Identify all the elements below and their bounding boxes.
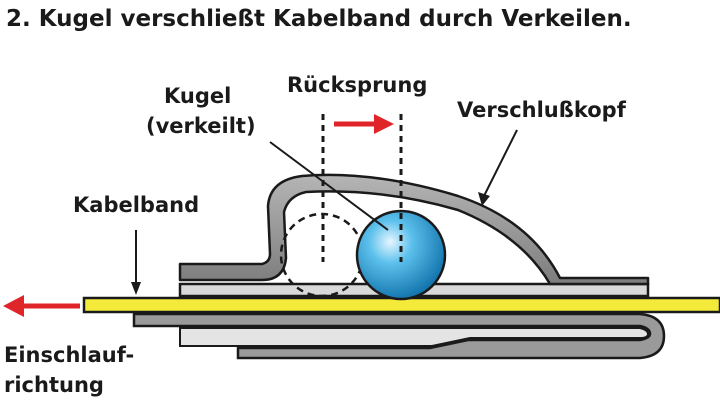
band-leader-arrow xyxy=(131,230,141,295)
label-direction-line2: richtung xyxy=(4,373,104,397)
label-ball-line1: Kugel xyxy=(164,84,231,108)
lower-strap-inner xyxy=(179,327,650,347)
label-ball-line2: (verkeilt) xyxy=(146,114,256,138)
label-direction-line1: Einschlauf- xyxy=(4,343,134,367)
label-offset: Rücksprung xyxy=(287,73,427,97)
locking-head xyxy=(178,173,650,286)
label-band: Kabelband xyxy=(73,193,199,217)
direction-arrow-left-icon xyxy=(3,295,80,317)
lower-strap xyxy=(132,312,666,360)
head-leader-arrow xyxy=(478,129,518,206)
label-head: Verschlußkopf xyxy=(457,98,627,122)
offset-arrow-right-icon xyxy=(334,114,394,134)
ball xyxy=(355,209,447,301)
diagram-title: 2. Kugel verschließt Kabelband durch Ver… xyxy=(6,6,632,32)
ball-leader-line xyxy=(269,141,389,231)
